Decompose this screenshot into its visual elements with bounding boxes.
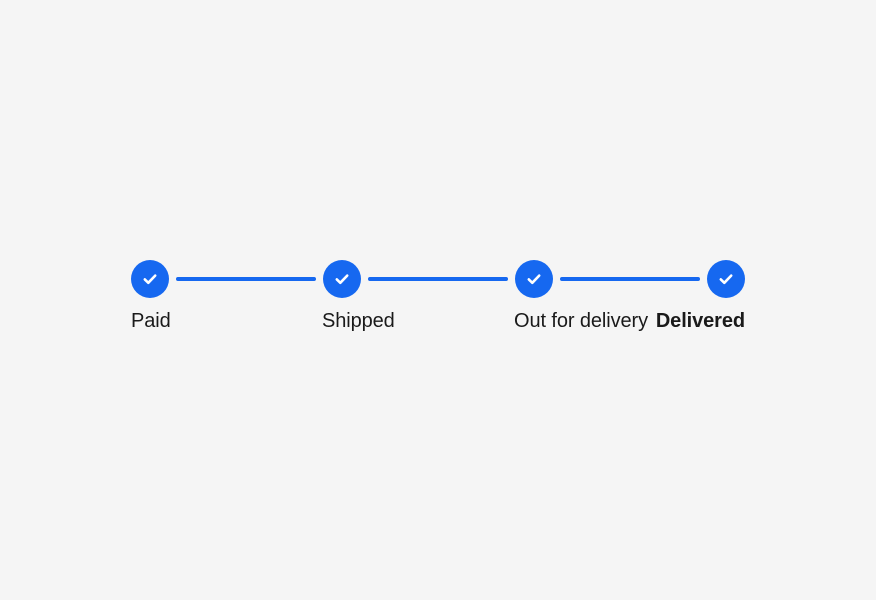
step-node-out-for-delivery[interactable]: [515, 260, 553, 298]
stepper-labels: Paid Shipped Out for delivery Delivered: [131, 307, 745, 337]
step-label-shipped: Shipped: [322, 310, 395, 332]
check-icon: [332, 269, 352, 289]
check-icon: [524, 269, 544, 289]
check-icon: [716, 269, 736, 289]
step-label-delivered: Delivered: [655, 310, 745, 332]
step-connector-3: [560, 277, 700, 281]
step-label-out-for-delivery: Out for delivery: [514, 310, 649, 332]
step-connector-1: [176, 277, 316, 281]
step-label-paid: Paid: [131, 310, 171, 332]
order-progress-stepper: Paid Shipped Out for delivery Delivered: [131, 260, 745, 337]
step-node-shipped[interactable]: [323, 260, 361, 298]
stepper-track: [131, 260, 745, 298]
check-icon: [140, 269, 160, 289]
step-node-paid[interactable]: [131, 260, 169, 298]
step-node-delivered[interactable]: [707, 260, 745, 298]
step-connector-2: [368, 277, 508, 281]
